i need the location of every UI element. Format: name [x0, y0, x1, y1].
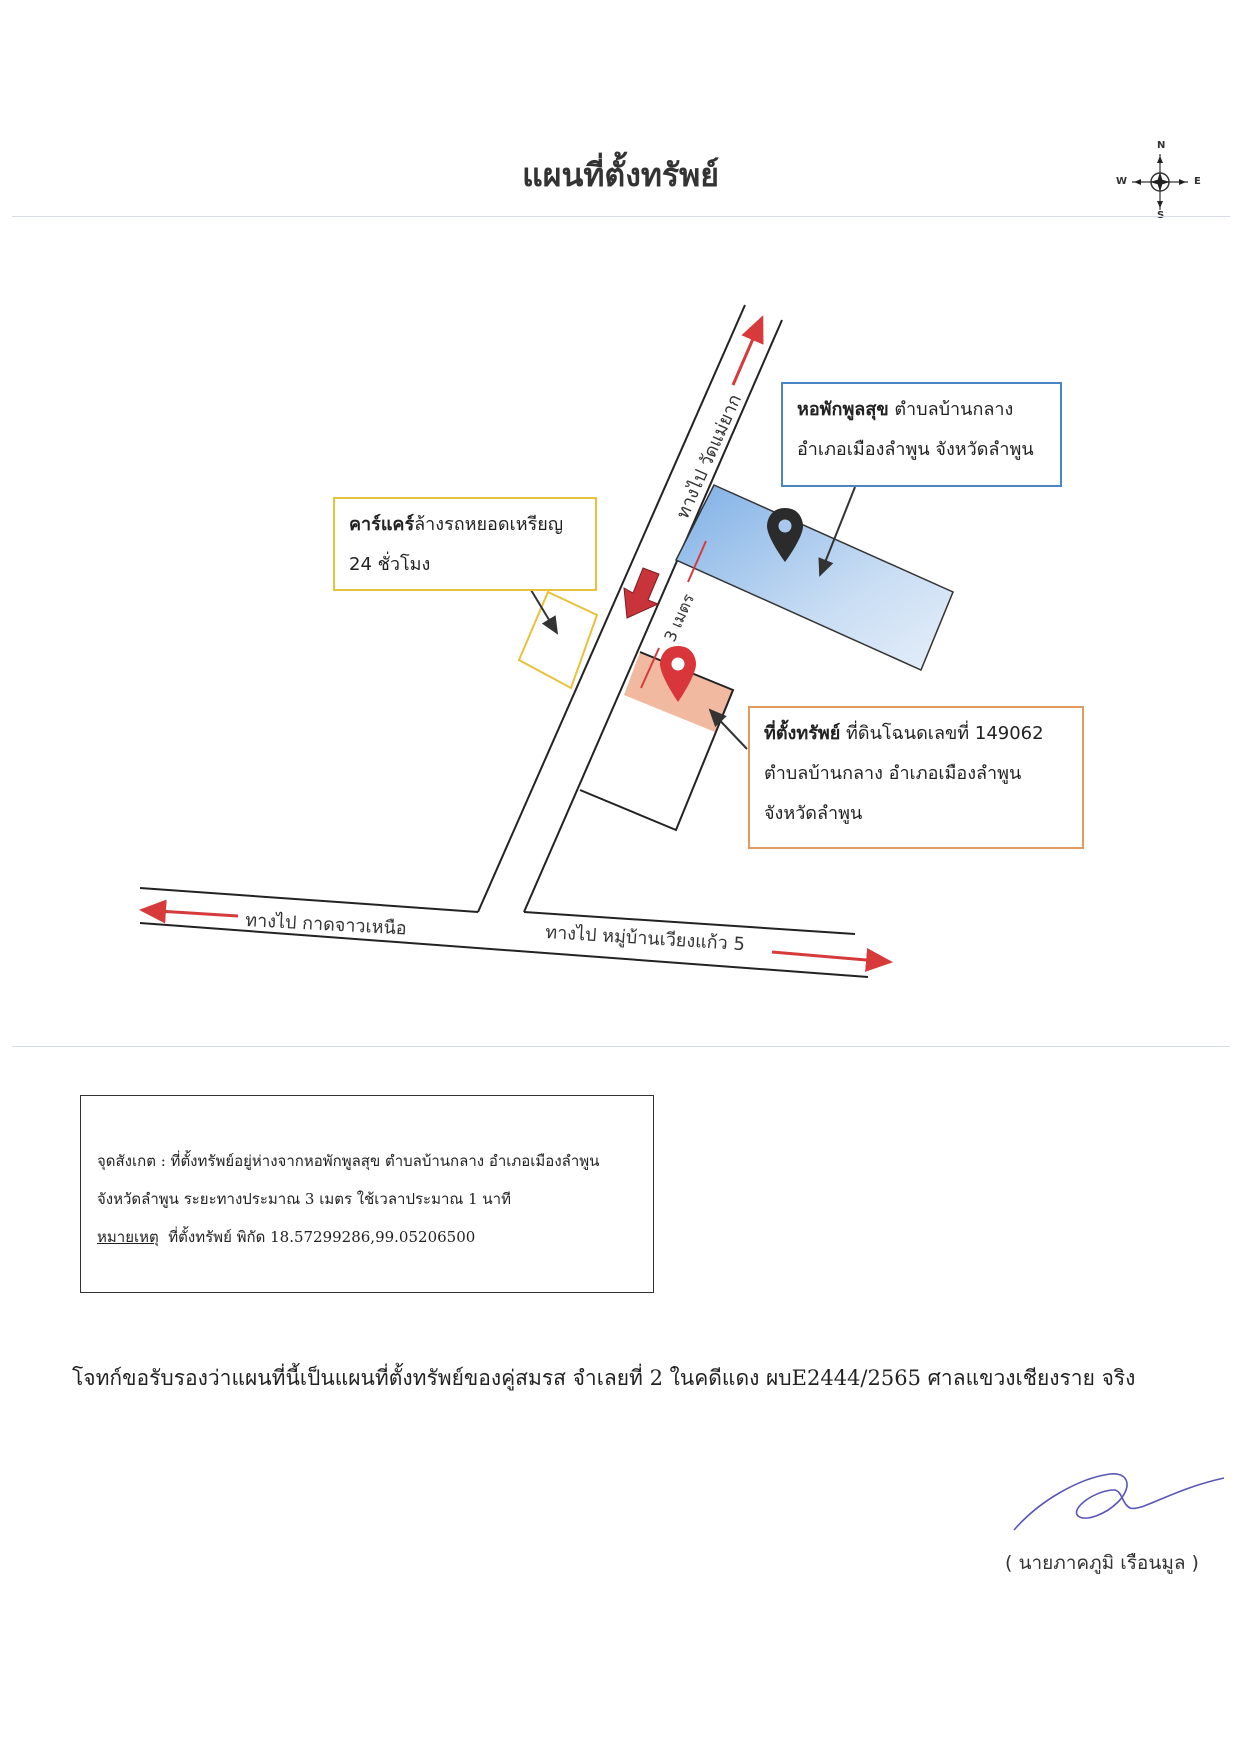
arrow-north: [731, 315, 764, 386]
dorm-callout-line1: ตำบลบ้านกลาง: [888, 399, 1014, 420]
property-callout-line1: ที่ดินโฉนดเลขที่ 149062: [840, 723, 1044, 744]
carwash-plot: [517, 590, 599, 690]
main-road: [477, 304, 783, 913]
property-callout-line2: ตำบลบ้านกลาง อำเภอเมืองลำพูน: [764, 763, 1022, 784]
compass-south: S: [1157, 210, 1164, 221]
compass-east: E: [1194, 176, 1201, 187]
observation-note: จุดสังเกต : ที่ตั้งทรัพย์อยู่ห่างจากหอพั…: [80, 1095, 654, 1293]
dorm-callout: หอพักพูลสุข ตำบลบ้านกลาง อำเภอเมืองลำพูน…: [781, 382, 1062, 487]
property-pin-icon: [660, 646, 696, 702]
arrow-east: [771, 948, 893, 972]
signer-name: ( นายภาคภูมิ เรือนมูล ): [1005, 1552, 1199, 1574]
note-line1: จุดสังเกต : ที่ตั้งทรัพย์อยู่ห่างจากหอพั…: [97, 1152, 600, 1170]
dorm-callout-bold: หอพักพูลสุข: [797, 399, 889, 420]
note-coordinates: ที่ตั้งทรัพย์ พิกัด 18.57299286,99.05206…: [158, 1228, 476, 1246]
dorm-pin-icon: [767, 508, 803, 562]
carwash-callout: คาร์แคร์ล้างรถหยอดเหรียญ 24 ชั่วโมง: [333, 497, 597, 591]
direction-arrow-icon: [623, 567, 660, 619]
note-label: หมายเหตุ: [97, 1228, 159, 1246]
dorm-callout-line2: อำเภอเมืองลำพูน จังหวัดลำพูน: [797, 439, 1034, 460]
map-divider: [12, 1046, 1230, 1047]
distance-tick-bottom: [640, 647, 660, 689]
compass-rose-icon: N S E W: [1116, 140, 1216, 222]
road-west-label: ทางไป กาดจาวเหนือ: [245, 909, 407, 939]
carwash-callout-bold: คาร์แคร์: [349, 514, 415, 535]
road-east-label: ทางไป หมู่บ้านเวียงแก้ว 5: [545, 921, 746, 955]
carwash-callout-line1: ล้างรถหยอดเหรียญ: [414, 514, 564, 535]
arrow-west: [139, 899, 239, 924]
distance-label: 3 เมตร: [660, 591, 698, 645]
cross-road: [139, 887, 869, 978]
property-pointer: [708, 708, 748, 750]
compass-north: N: [1157, 140, 1166, 151]
certification-statement: โจทก์ขอรับรองว่าแผนที่นี้เป็นแผนที่ตั้งท…: [72, 1366, 1136, 1390]
dorm-pointer: [818, 486, 856, 577]
signature-image: [1010, 1460, 1230, 1544]
header-divider: [12, 216, 1230, 217]
page-title: แผนที่ตั้งทรัพย์: [522, 156, 719, 194]
property-callout-line3: จังหวัดลำพูน: [764, 803, 863, 824]
distance-tick-top: [687, 540, 707, 583]
dorm-building: [674, 484, 954, 672]
carwash-callout-line2: 24 ชั่วโมง: [349, 554, 431, 575]
carwash-pointer: [527, 584, 559, 635]
location-map: ทางไป วัดแม่ยาก ทางไป กาดจาวเหนือ ทางไป …: [139, 304, 954, 978]
property-callout: ที่ตั้งทรัพย์ ที่ดินโฉนดเลขที่ 149062 ตำ…: [748, 706, 1084, 849]
property-callout-bold: ที่ตั้งทรัพย์: [764, 723, 841, 744]
note-line2: จังหวัดลำพูน ระยะทางประมาณ 3 เมตร ใช้เวล…: [97, 1190, 511, 1208]
compass-west: W: [1116, 176, 1128, 187]
